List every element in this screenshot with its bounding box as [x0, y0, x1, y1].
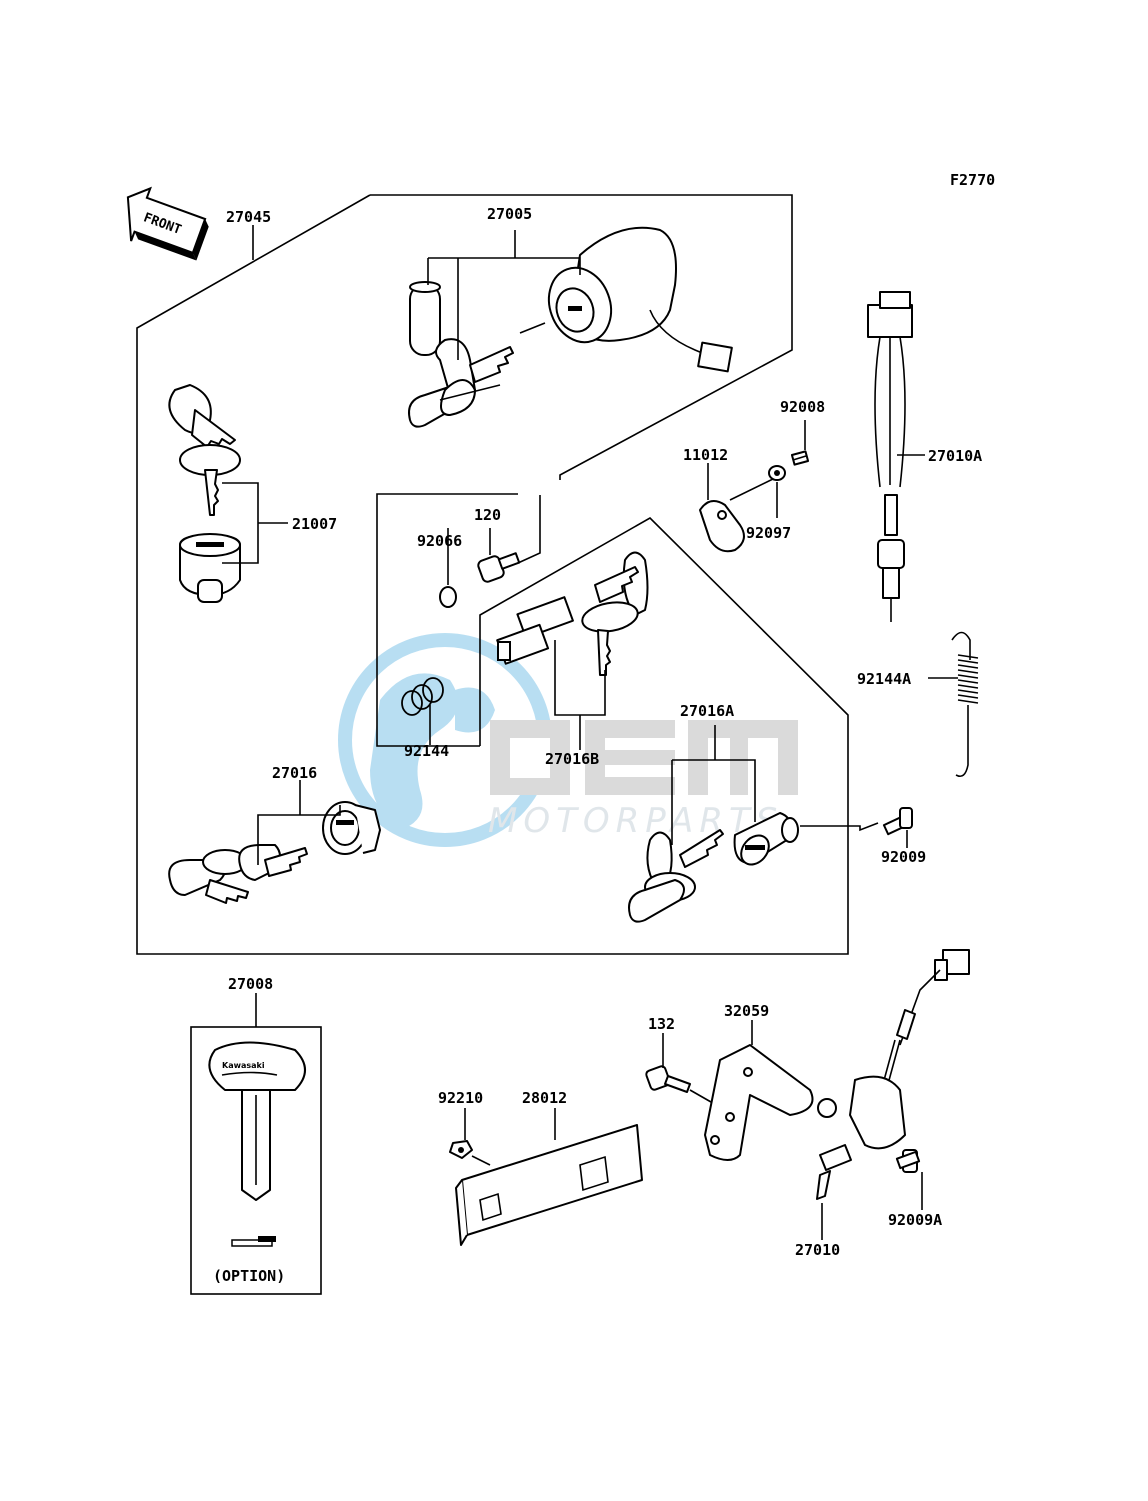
- label-27016B: 27016B: [545, 750, 599, 768]
- keys-27016: [168, 844, 308, 904]
- cap-92066: [439, 586, 457, 608]
- label-92008: 92008: [780, 398, 825, 416]
- springs-92144: [401, 677, 444, 716]
- label-28012: 28012: [522, 1089, 567, 1107]
- label-92097: 92097: [746, 524, 791, 542]
- switch-27010A: [867, 291, 913, 622]
- subset-boundary: [376, 493, 518, 747]
- label-27045: 27045: [226, 208, 271, 226]
- lock-27016: [322, 801, 381, 855]
- screw-120: [477, 552, 521, 583]
- label-92009: 92009: [881, 848, 926, 866]
- pin-27005: [409, 281, 441, 356]
- label-21007: 21007: [292, 515, 337, 533]
- watermark-subtext: MOTORPARTS: [488, 801, 783, 841]
- keys-27005: [408, 338, 514, 428]
- option-key-27008: Kawasaki: [208, 1041, 306, 1201]
- washer-92097: [768, 465, 786, 481]
- option-symbol-icon: [231, 1236, 276, 1247]
- label-92144A: 92144A: [857, 670, 911, 688]
- label-option: (OPTION): [213, 1267, 285, 1285]
- label-132: 132: [648, 1015, 675, 1033]
- lock-27016A: [733, 812, 799, 866]
- screw-92009: [882, 807, 913, 836]
- label-92210: 92210: [438, 1089, 483, 1107]
- keys-21007: [168, 384, 241, 603]
- nut-92210: [449, 1140, 473, 1159]
- screw-92008: [790, 450, 810, 466]
- watermark-letter-e: [585, 720, 675, 795]
- kit-boundary-27045: [370, 194, 793, 480]
- label-11012: 11012: [683, 446, 728, 464]
- spring-92144A: [951, 631, 979, 778]
- ignition-switch-27005: [519, 226, 733, 373]
- label-92144: 92144: [404, 742, 449, 760]
- label-120: 120: [474, 506, 501, 524]
- label-27010: 27010: [795, 1241, 840, 1259]
- label-27008: 27008: [228, 975, 273, 993]
- label-27016: 27016: [272, 764, 317, 782]
- front-arrow-icon: FRONT: [126, 186, 209, 261]
- keys-27016B: [581, 551, 649, 676]
- watermark-letter-m: [688, 720, 798, 795]
- switch-27010: [816, 949, 970, 1200]
- cylinder-27016B: [496, 596, 574, 665]
- screw-92009A: [895, 1149, 921, 1173]
- key-logo: Kawasaki: [222, 1061, 265, 1070]
- bracket-32059: [704, 1044, 814, 1161]
- label-27010A: 27010A: [928, 447, 982, 465]
- plate-11012: [699, 500, 745, 553]
- label-92009A: 92009A: [888, 1211, 942, 1229]
- label-27016A: 27016A: [680, 702, 734, 720]
- bolt-132: [645, 1065, 691, 1093]
- watermark: MOTORPARTS: [338, 633, 798, 847]
- keys-27016A: [628, 829, 724, 923]
- reflector-28012: [455, 1124, 643, 1246]
- label-27005: 27005: [487, 205, 532, 223]
- label-32059: 32059: [724, 1002, 769, 1020]
- figure-code: F2770: [950, 171, 995, 189]
- label-92066: 92066: [417, 532, 462, 550]
